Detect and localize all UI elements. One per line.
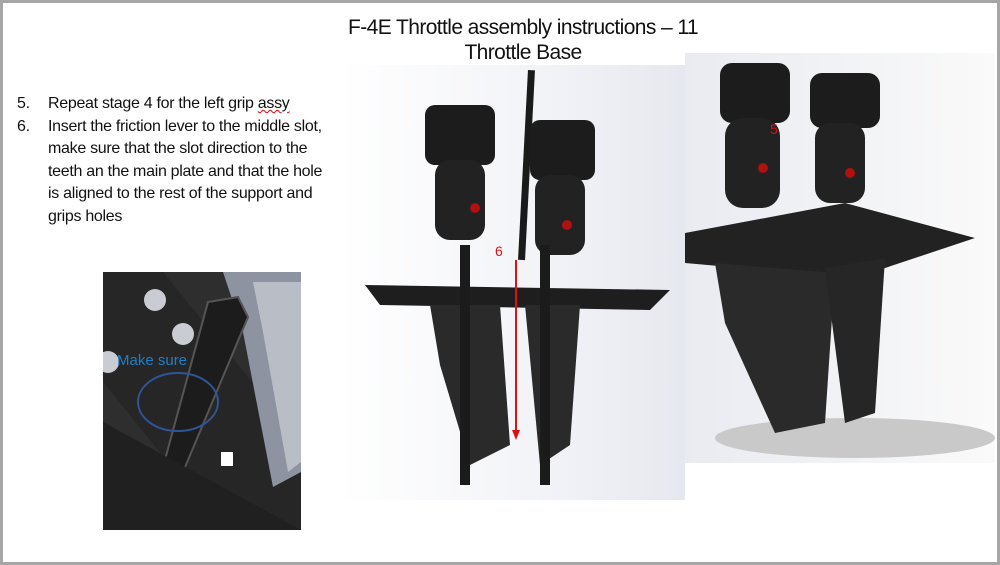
list-item: 6. Insert the friction lever to the midd… <box>17 116 337 229</box>
detail-image <box>103 272 301 530</box>
make-sure-callout: Make sure <box>117 352 188 369</box>
assembly-render-angled <box>685 53 995 463</box>
step-number: 6. <box>17 117 30 135</box>
step-text: Insert the friction lever to the middle … <box>48 117 323 225</box>
throttle-render <box>365 69 670 485</box>
slide-title: F-4E Throttle assembly instructions – 11… <box>223 15 823 65</box>
throttle-render <box>685 63 995 458</box>
title-line-2: Throttle Base <box>464 41 582 64</box>
instruction-list: 5. Repeat stage 4 for the left grip assy… <box>17 93 337 228</box>
assembly-render-front <box>340 65 685 500</box>
step-text: Repeat stage 4 for the left grip assy <box>48 93 290 116</box>
lever-label: 6 <box>495 243 503 259</box>
list-item: 5. Repeat stage 4 for the left grip assy <box>17 93 337 116</box>
title-line-1: F-4E Throttle assembly instructions – 11 <box>348 16 698 39</box>
slot-detail-render <box>103 272 301 530</box>
misspelled-word: assy <box>257 95 290 112</box>
step-text-main: Repeat stage 4 for the left grip <box>48 95 258 112</box>
step-number: 5. <box>17 95 30 112</box>
grip-label: 5 <box>770 121 778 137</box>
